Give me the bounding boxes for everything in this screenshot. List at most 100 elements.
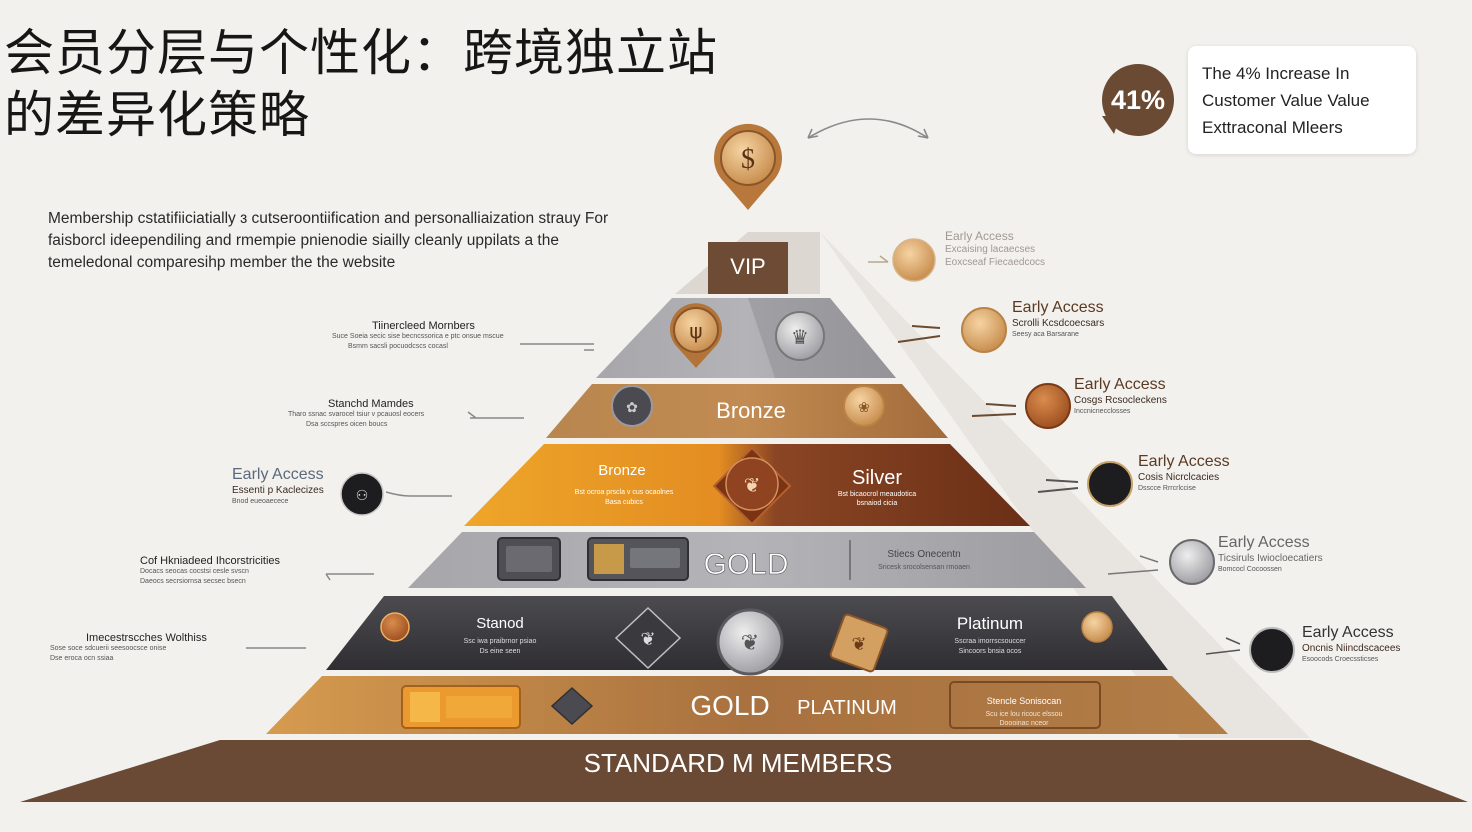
tier-base-label: STANDARD M MEMBERS — [584, 748, 893, 778]
svg-text:❦: ❦ — [640, 629, 655, 650]
left-label-2-sub2: Dsa sccspres oicen boucs — [306, 421, 388, 428]
band7-gold-label: GOLD — [690, 690, 769, 721]
band6-diamond-icon: ❦ — [614, 606, 682, 670]
right-coin-1-icon — [868, 238, 936, 282]
svg-text:✿: ✿ — [626, 400, 638, 416]
band6-left-sub: Ssc iwa praibrnor psiao — [464, 638, 537, 645]
right-coin-2-icon — [897, 307, 1007, 353]
band4-right-sub2: bsnaiod cicia — [857, 500, 898, 507]
right-label-1: Early Access Excaising lacaecses Eoxcsea… — [945, 230, 1045, 269]
right-label-2-sub1: Scrolli Kcsdcoecsars — [1012, 318, 1105, 329]
right-label-4-sub2: Dsscce Rrrcrlccise — [1138, 485, 1196, 492]
band6-right-coin-icon — [1081, 611, 1113, 643]
band4-right-sub: Bst bicaocrol meaudotica — [838, 491, 916, 498]
monogram-medallion-icon: ψ — [669, 303, 722, 368]
gold-band-right-sub: Sricesk srocolsensan rmoaen — [878, 564, 970, 571]
band7-right-sub2: Doooinac nceor — [999, 720, 1049, 727]
gold-card-icon — [401, 685, 521, 729]
band7-right-box — [949, 681, 1101, 729]
right-label-5: Early Access Ticsiruls Iwiocloecatiers B… — [1218, 534, 1323, 575]
svg-text:❦: ❦ — [741, 631, 759, 656]
left-label-1-sub2: Bsmm sacsli pocuodcscs cocasl — [348, 343, 448, 350]
gold-band-label: GOLD — [703, 548, 788, 581]
top-arrow-head-left — [807, 128, 819, 139]
left-connector-2 — [467, 411, 524, 419]
left-label-1-sub1: Suce Soeia secic sise becncssorica e ptc… — [332, 333, 504, 340]
right-label-2: Early Access Scrolli Kcsdcoecsars Seesy … — [1012, 299, 1104, 340]
band4-left-sub: Bst ocroa prscla v cus ocaolnes — [575, 489, 674, 496]
band6-left-label: Stanod — [476, 615, 524, 632]
left-label-4-sub1: Docacs seocas cocstsi cesle svscn — [140, 568, 249, 575]
svg-text:❦: ❦ — [851, 634, 866, 655]
right-label-5-sub1: Ticsiruls Iwiocloecatiers — [1218, 553, 1323, 564]
left-label-5-sub1: Sose soce sdcuerii seesoocsce onise — [50, 645, 167, 652]
description-line-1: Membership cstatifiiciatially ɜ cutseroo… — [48, 210, 609, 227]
band4-right-label: Silver — [852, 467, 902, 489]
left-label-3-sub1: Essenti p Kaclecizes — [232, 485, 324, 496]
tier-vip — [708, 242, 788, 294]
band4-left-label: Bronze — [598, 462, 646, 479]
band6-right-sub2: Sincoors bnsia ocos — [959, 648, 1022, 655]
description: Membership cstatifiiciatially ɜ cutseroo… — [48, 208, 708, 274]
page-title: 会员分层与个性化：跨境独立站 的差异化策略 — [4, 22, 718, 146]
band7-right-sub: Scu ice lou ricouc elssou — [985, 711, 1062, 718]
band6-left-sub2: Ds eine seen — [480, 648, 521, 655]
left-label-4: Cof Hkniadeed Ihcorstricities Docacs seo… — [140, 555, 280, 587]
right-label-1-sub1: Excaising lacaecses — [945, 244, 1036, 255]
svg-text:ψ: ψ — [689, 319, 702, 343]
description-line-2: faisborcl ideependiling and rmempie pnie… — [48, 232, 559, 249]
right-label-3-title: Early Access — [1074, 376, 1166, 393]
pyramid-shadow — [820, 232, 1310, 738]
left-label-3-title: Early Access — [232, 466, 324, 483]
ornament-diamond-icon: ❦ — [712, 446, 792, 526]
band4-left-sub2: Basa cubics — [605, 499, 643, 506]
left-label-2-sub1: Tharo ssnac svarocel tsiur v pcauosl eoc… — [288, 411, 425, 418]
right-coin-6-icon — [1205, 627, 1295, 673]
left-label-3: Early Access Essenti p Kaclecizes Bnod e… — [232, 466, 324, 507]
svg-text:⚇: ⚇ — [356, 488, 369, 504]
right-label-5-title: Early Access — [1218, 534, 1310, 551]
left-label-2: Stanchd Mamdes Tharo ssnac svarocel tsiu… — [288, 398, 424, 430]
gold-coin-icon: ❀ — [843, 385, 885, 427]
right-label-4: Early Access Cosis Nicrclcacies Dsscce R… — [1138, 453, 1230, 494]
description-line-3: temeledonal comparesihp member the the w… — [48, 254, 396, 271]
stat-line-3: Exttraconal Mleers — [1202, 118, 1343, 137]
stat-bubble: 41% — [1102, 64, 1174, 136]
right-label-5-sub2: Bomcocl Cocoossen — [1218, 566, 1282, 573]
top-arrow-head-right — [917, 128, 929, 139]
right-label-3-sub1: Cosgs Rcsocleckens — [1074, 395, 1167, 406]
tier-gold — [408, 532, 1086, 588]
right-coin-3-icon — [971, 383, 1071, 429]
left-connector-3 — [385, 491, 452, 497]
stat-line-1: The 4% Increase In — [1202, 64, 1350, 83]
right-label-6: Early Access Oncnis Niincdscacees Esooco… — [1302, 624, 1400, 665]
band6-right-label: Platinum — [957, 614, 1023, 633]
right-label-1-sub2: Eoxcseaf Fiecaedcocs — [945, 257, 1046, 268]
silver-medallion-icon: ❦ — [716, 608, 784, 676]
right-label-3: Early Access Cosgs Rcsocleckens Inccnicn… — [1074, 376, 1167, 417]
right-label-6-title: Early Access — [1302, 624, 1394, 641]
tier-bronze-label: Bronze — [716, 398, 786, 423]
left-label-5: Imecestrscches Wolthiss Sose soce sdcuer… — [50, 632, 207, 664]
title-line-2: 的差异化策略 — [4, 86, 310, 144]
band6-left-coin-icon — [380, 612, 410, 642]
left-label-1: Tiinercleed Mornbers Suce Soeia secic si… — [332, 320, 504, 352]
band7-diamond-icon — [550, 686, 594, 726]
right-label-6-sub2: Esoocods Croecssticses — [1302, 656, 1379, 663]
left-label-5-sub2: Dse eroca ocn ssiaa — [50, 655, 114, 662]
title-line-1: 会员分层与个性化：跨境独立站 — [4, 24, 718, 82]
band7-platinum-label: PLATINUM — [797, 697, 897, 719]
right-label-2-sub2: Seesy aca Barsarane — [1012, 331, 1079, 338]
dark-emblem-icon: ✿ — [611, 385, 653, 427]
left-connector-4 — [325, 573, 374, 581]
right-label-6-sub1: Oncnis Niincdscacees — [1302, 643, 1401, 654]
right-label-2-title: Early Access — [1012, 299, 1104, 316]
stat-card: The 4% Increase In Customer Value Value … — [1188, 46, 1416, 154]
right-coin-4-icon — [1037, 461, 1133, 507]
tier-vip-label: VIP — [730, 254, 765, 279]
right-label-4-sub1: Cosis Nicrclcacies — [1138, 472, 1220, 483]
svg-text:$: $ — [741, 144, 755, 175]
right-coin-5-icon — [1107, 539, 1215, 585]
left-label-2-title: Stanchd Mamdes — [328, 398, 414, 410]
